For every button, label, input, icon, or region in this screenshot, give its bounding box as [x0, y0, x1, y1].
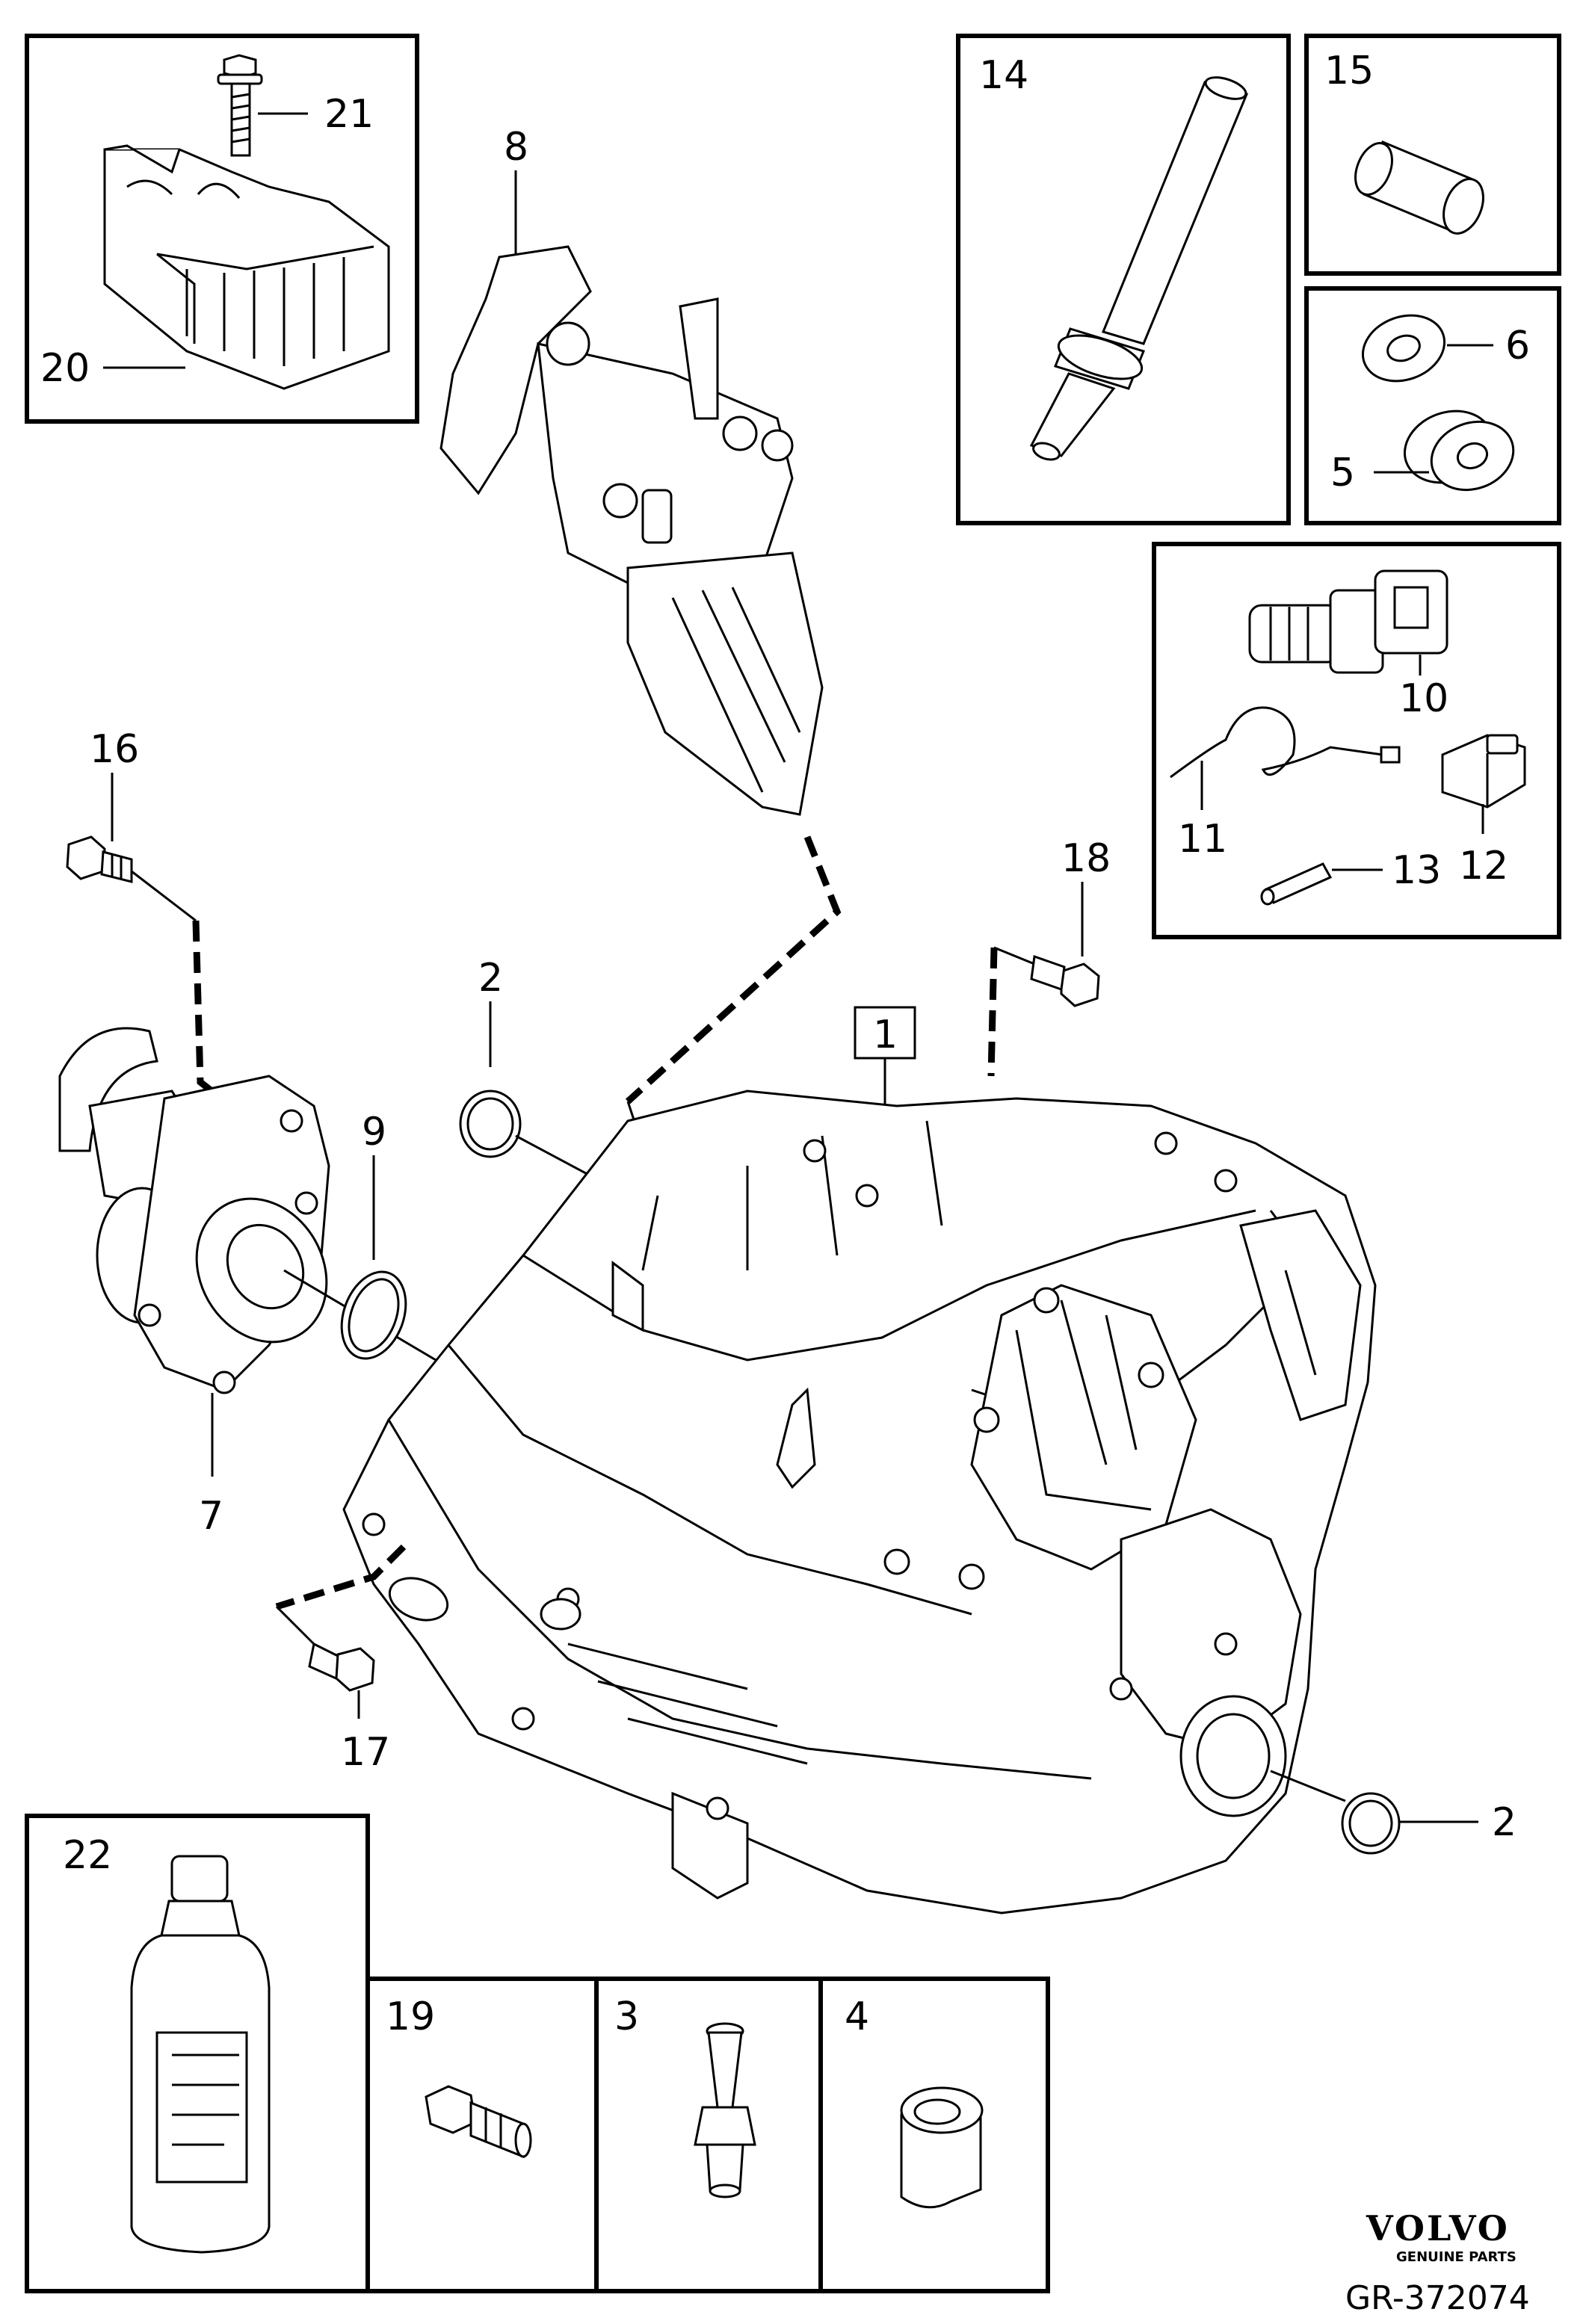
inset-frame-sensor	[1152, 542, 1561, 939]
brand-logo: VOLVO	[1366, 2208, 1510, 2249]
connector-part-12	[1441, 734, 1526, 809]
callout-17: 17	[341, 1730, 390, 1775]
inset-box-5-6: 6 5	[1304, 286, 1561, 525]
inset-box-15: 15	[1304, 34, 1561, 276]
guide-line-17	[275, 1605, 315, 1645]
inset-box-4: 4	[818, 1977, 1050, 2293]
callout-19: 19	[386, 1994, 435, 2039]
bolt-part-17	[308, 1642, 375, 1692]
guide-line-16	[131, 870, 197, 922]
inset-box-tool: 14	[956, 34, 1291, 525]
callout-8: 8	[504, 125, 528, 170]
fluid-bottle-part-22	[130, 1855, 271, 2254]
inset-frame-15	[1304, 34, 1561, 276]
inset-frame-4	[818, 1977, 1050, 2293]
o-ring-part-9	[340, 1270, 407, 1360]
o-ring-inner-2-bottom	[1348, 1799, 1393, 1847]
fuse-part-13	[1260, 862, 1333, 906]
callout-21: 21	[324, 92, 374, 137]
gearbox-housing-part-1	[342, 1090, 1377, 1914]
callout-12: 12	[1459, 844, 1508, 889]
callout-18: 18	[1061, 836, 1111, 881]
bolt-part-19	[425, 2085, 532, 2159]
o-ring-part-2-top	[459, 1090, 522, 1158]
callout-7: 7	[199, 1494, 223, 1539]
dashed-line-17	[275, 1544, 407, 1610]
guide-line-18	[993, 946, 1035, 965]
tool-part-14	[1029, 76, 1249, 461]
callout-4: 4	[845, 1994, 869, 2039]
inset-box-3: 3	[594, 1977, 823, 2293]
dashed-line-16	[192, 920, 223, 1101]
bolt-part-21	[217, 54, 263, 157]
callout-9: 9	[362, 1110, 386, 1155]
callout-box-1	[854, 1006, 916, 1060]
diagram-reference: GR-372074	[1345, 2279, 1530, 2317]
bracket-part-20	[103, 144, 390, 390]
callout-15: 15	[1324, 49, 1374, 93]
callout-2-top: 2	[478, 956, 503, 1001]
callout-6: 6	[1505, 324, 1530, 368]
callout-2-bottom: 2	[1492, 1800, 1517, 1845]
callout-11: 11	[1178, 817, 1227, 862]
washer-part-6	[1361, 314, 1446, 383]
dashed-line-8	[625, 835, 842, 1104]
o-ring-inner-9	[348, 1278, 400, 1353]
bolt-part-16	[66, 835, 133, 883]
o-ring-inner-2-top	[466, 1097, 514, 1151]
callout-22: 22	[63, 1833, 112, 1878]
guide-line-2-bottom	[1270, 1770, 1346, 1802]
callout-14: 14	[979, 53, 1028, 98]
inset-box-bracket: 21 20	[25, 34, 419, 424]
wire-part-11	[1170, 706, 1401, 779]
bolt-part-18	[1030, 954, 1100, 1007]
cap-part-4	[900, 2086, 984, 2209]
inset-box-19: 19	[365, 1977, 599, 2293]
callout-20: 20	[40, 346, 90, 391]
inset-box-22: 22	[25, 1814, 370, 2293]
vent-part-3	[694, 2022, 756, 2198]
volvo-logo: VOLVO GENUINE PARTS	[1366, 2208, 1517, 2265]
inset-box-sensor: 10 11 12 13	[1152, 542, 1561, 939]
dashed-line-18	[987, 947, 998, 1077]
switch-part-10	[1248, 569, 1448, 674]
selector-housing-part-8	[439, 245, 824, 816]
inset-frame-5-6	[1304, 286, 1561, 525]
inset-frame	[25, 34, 419, 424]
callout-16: 16	[90, 727, 139, 772]
inset-frame-14	[956, 34, 1291, 525]
callout-3: 3	[614, 1994, 639, 2039]
slave-cylinder-part-7	[58, 1027, 330, 1394]
callout-13: 13	[1392, 848, 1441, 893]
brand-tagline: GENUINE PARTS	[1396, 2249, 1517, 2265]
callout-1: 1	[873, 1013, 898, 1057]
sleeve-part-15	[1354, 140, 1484, 235]
callout-10: 10	[1399, 676, 1448, 721]
bushing-part-5	[1403, 410, 1515, 492]
callout-5: 5	[1330, 451, 1355, 495]
